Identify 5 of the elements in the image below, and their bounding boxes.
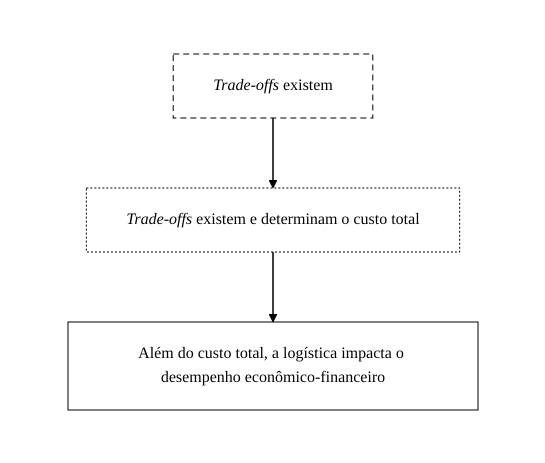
node-box: Trade-offs existem e determinam o custo total	[85, 187, 460, 252]
arrow	[268, 118, 277, 188]
node-box: Além do custo total, a logística impacta o desempenho econômico-financeiro	[67, 321, 478, 410]
node-box: Trade-offs existem	[172, 53, 373, 118]
arrow	[268, 252, 277, 322]
